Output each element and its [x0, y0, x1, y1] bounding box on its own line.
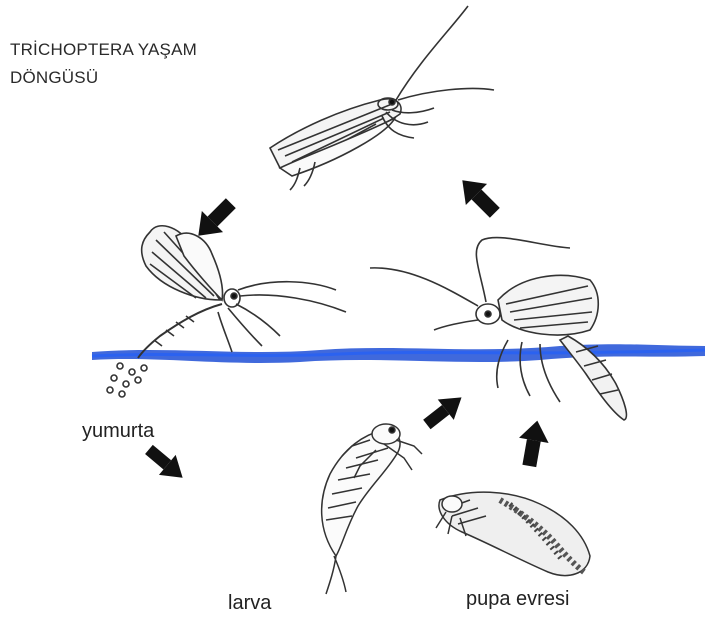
- arrow-pupa-to-emerging: [515, 418, 553, 469]
- water-surface: [92, 344, 705, 363]
- larva-illustration: [322, 424, 422, 594]
- adult-caddisfly-emerging: [370, 238, 626, 420]
- stage-label-larva: larva: [228, 592, 271, 615]
- stage-label-egg: yumurta: [82, 420, 154, 443]
- arrow-emerging-to-adult: [452, 170, 506, 224]
- adult-caddisfly-flying: [270, 6, 494, 190]
- adult-caddisfly-laying-eggs: [107, 226, 346, 397]
- arrow-egg-to-larva: [141, 439, 191, 487]
- stage-label-pupa: pupa evresi: [466, 588, 569, 611]
- pupa-case-illustration: [436, 492, 590, 575]
- arrow-larva-to-pupa: [419, 387, 470, 435]
